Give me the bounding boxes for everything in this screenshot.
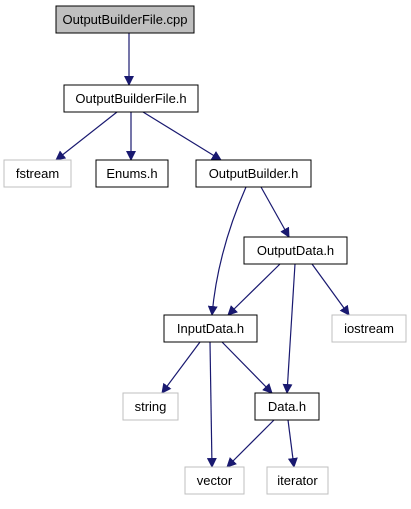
node-inputdata-h[interactable]: InputData.h	[163, 314, 258, 343]
edge-outputbuilder-h-to-inputdata-h	[207, 186, 247, 316]
node-label: iostream	[344, 321, 394, 336]
node-vector[interactable]: vector	[184, 466, 245, 495]
edge-inputdata-h-to-vector	[206, 341, 217, 468]
node-label: string	[135, 399, 167, 414]
edge-data-h-to-vector	[226, 419, 275, 468]
node-label: OutputBuilder.h	[209, 166, 299, 181]
edge-outputbuilderfile-h-to-outputbuilder-h	[142, 111, 222, 161]
node-label: iterator	[277, 473, 318, 488]
node-fstream[interactable]: fstream	[3, 159, 72, 188]
edge-outputdata-h-to-data-h	[282, 263, 296, 394]
node-label: Enums.h	[106, 166, 157, 181]
edge-outputbuilder-h-to-outputdata-h	[260, 186, 290, 238]
edge-outputbuilderfile-h-to-fstream	[55, 111, 118, 161]
node-label: OutputBuilderFile.cpp	[62, 12, 187, 27]
node-outputdata-h[interactable]: OutputData.h	[243, 236, 348, 265]
node-data-h[interactable]: Data.h	[254, 392, 320, 421]
node-label: InputData.h	[177, 321, 244, 336]
node-outputbuilderfile-cpp[interactable]: OutputBuilderFile.cpp	[55, 5, 195, 34]
node-label: OutputBuilderFile.h	[75, 91, 186, 106]
node-enums-h[interactable]: Enums.h	[95, 159, 169, 188]
node-outputbuilder-h[interactable]: OutputBuilder.h	[195, 159, 312, 188]
node-label: fstream	[16, 166, 59, 181]
node-outputbuilderfile-h[interactable]: OutputBuilderFile.h	[63, 84, 199, 113]
edges	[55, 33, 350, 468]
node-string[interactable]: string	[122, 392, 179, 421]
node-iterator[interactable]: iterator	[266, 466, 329, 495]
edge-outputdata-h-to-inputdata-h	[227, 263, 281, 316]
node-iostream[interactable]: iostream	[331, 314, 407, 343]
node-label: OutputData.h	[257, 243, 334, 258]
edge-inputdata-h-to-string	[161, 341, 201, 394]
node-label: vector	[197, 473, 233, 488]
edge-data-h-to-iterator	[287, 419, 298, 468]
edge-inputdata-h-to-data-h	[221, 341, 273, 394]
edge-outputdata-h-to-iostream	[311, 263, 350, 316]
node-label: Data.h	[268, 399, 306, 414]
